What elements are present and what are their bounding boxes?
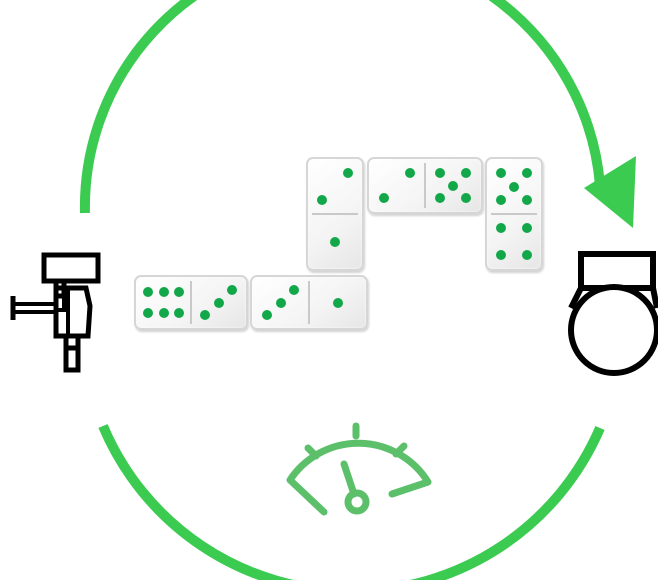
domino-pip bbox=[143, 308, 153, 318]
domino-pip bbox=[522, 223, 532, 233]
domino-half bbox=[309, 277, 366, 328]
domino-pip bbox=[343, 168, 353, 178]
domino-pip bbox=[496, 195, 506, 205]
domino-pip bbox=[262, 310, 272, 320]
domino-pip bbox=[159, 287, 169, 297]
domino-pip bbox=[448, 181, 458, 191]
domino-pip bbox=[461, 193, 471, 203]
domino-pip bbox=[227, 285, 237, 295]
domino-pip bbox=[174, 287, 184, 297]
domino-pip bbox=[509, 182, 519, 192]
domino-pip bbox=[522, 250, 532, 260]
robot-arm-gripper-icon bbox=[8, 244, 118, 384]
domino-6-3 bbox=[134, 275, 248, 330]
domino-half bbox=[191, 277, 246, 328]
domino-half bbox=[487, 214, 541, 269]
domino-pip bbox=[200, 310, 210, 320]
domino-pip bbox=[522, 168, 532, 178]
gripper-icon bbox=[562, 246, 658, 376]
domino-pip bbox=[496, 250, 506, 260]
domino-pip bbox=[333, 298, 343, 308]
top-cycle-arrowhead bbox=[584, 156, 636, 228]
domino-half bbox=[308, 214, 362, 269]
domino-half bbox=[425, 159, 481, 212]
domino-2-5 bbox=[367, 157, 483, 214]
domino-pip bbox=[379, 193, 389, 203]
domino-pip bbox=[496, 223, 506, 233]
domino-pip bbox=[214, 298, 224, 308]
domino-pip bbox=[276, 298, 286, 308]
domino-pip bbox=[159, 308, 169, 318]
domino-pip bbox=[174, 308, 184, 318]
domino-pip bbox=[405, 168, 415, 178]
domino-5-4 bbox=[485, 157, 543, 271]
domino-pip bbox=[461, 168, 471, 178]
domino-pip bbox=[435, 168, 445, 178]
domino-pip bbox=[435, 193, 445, 203]
speedometer-gauge-icon bbox=[276, 416, 436, 526]
domino-pip bbox=[330, 237, 340, 247]
domino-half bbox=[252, 277, 309, 328]
domino-pip bbox=[143, 287, 153, 297]
domino-2-1 bbox=[306, 157, 364, 271]
domino-half bbox=[136, 277, 191, 328]
domino-half bbox=[369, 159, 425, 212]
domino-pip bbox=[289, 285, 299, 295]
domino-pip bbox=[496, 168, 506, 178]
domino-pip bbox=[522, 195, 532, 205]
domino-3-1 bbox=[250, 275, 368, 330]
domino-half bbox=[487, 159, 541, 214]
domino-half bbox=[308, 159, 362, 214]
domino-pip bbox=[317, 195, 327, 205]
